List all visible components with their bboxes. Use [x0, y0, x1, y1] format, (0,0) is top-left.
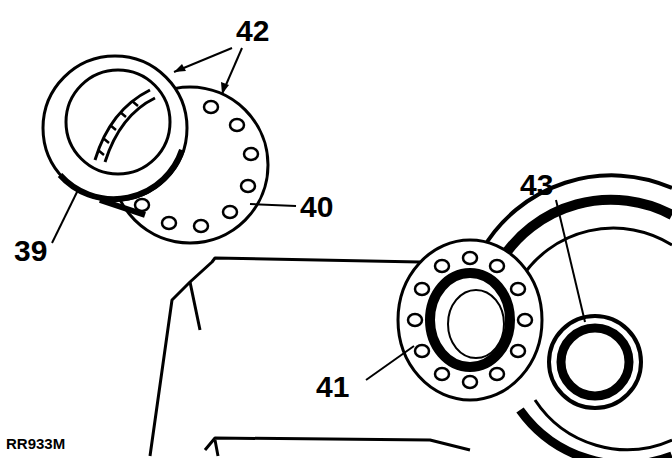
hub-flange — [398, 240, 542, 400]
callout-number: 40 — [300, 192, 333, 222]
oil-seal — [549, 316, 641, 408]
callout-number: 42 — [236, 16, 269, 46]
housing-outline — [150, 258, 420, 456]
leader-lines — [52, 48, 585, 380]
figure-code: RR933M — [6, 436, 65, 451]
hub-cap — [43, 56, 187, 200]
callout-number: 39 — [14, 236, 47, 266]
callout-number: 43 — [520, 170, 553, 200]
callout-number: 41 — [316, 372, 349, 402]
axle-housing — [482, 175, 672, 250]
